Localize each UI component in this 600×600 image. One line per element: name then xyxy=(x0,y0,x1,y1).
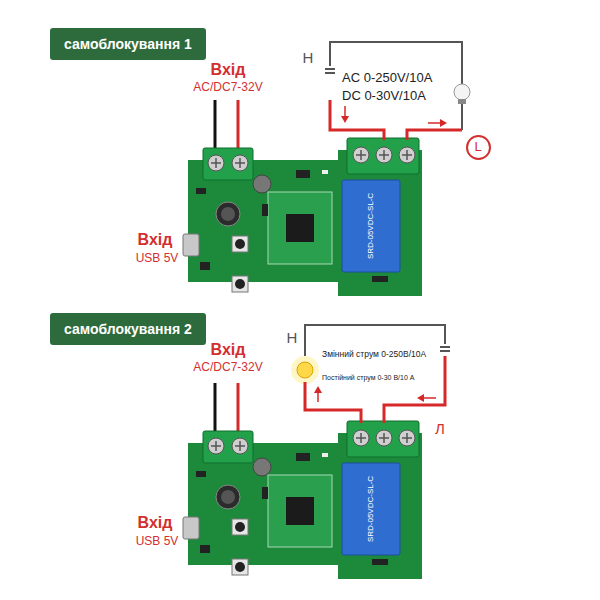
arrow-head xyxy=(314,386,322,393)
load-rating: Постійний струм 0-30 В/10 А xyxy=(322,374,414,382)
node-text: самоблокування 1 xyxy=(64,36,192,52)
input-label: Вхід xyxy=(138,231,173,249)
lamp xyxy=(297,362,313,378)
arrow-head xyxy=(341,116,349,123)
section-band: самоблокування 2 xyxy=(50,313,206,345)
relay-marking: SRD-05VDC-SL-C xyxy=(366,476,375,542)
node-text: L xyxy=(474,140,481,155)
voltage-rating: AC/DC7-32V xyxy=(193,81,262,95)
red-wire xyxy=(407,130,462,140)
section-band: самоблокування 1 xyxy=(50,28,206,60)
voltage-rating: AC/DC7-32V xyxy=(193,361,262,375)
input-label: Вхід xyxy=(211,61,246,79)
lamp xyxy=(454,84,470,100)
lamp-base xyxy=(458,99,466,104)
neutral-label: Н xyxy=(287,329,298,346)
lamp-glow xyxy=(291,356,319,384)
current-arrow xyxy=(428,122,442,124)
relay-marking: SRD-05VDC-SL-C xyxy=(366,193,375,259)
arrow-head xyxy=(440,119,447,127)
red-wire xyxy=(330,100,384,140)
load-rating: AC 0-250V/10A xyxy=(342,71,432,86)
line-label: Л xyxy=(435,420,445,437)
terminal-circle: L xyxy=(466,135,491,160)
break-mark xyxy=(440,347,450,351)
node-text: самоблокування 2 xyxy=(64,321,192,337)
current-arrow xyxy=(422,397,436,399)
arrow-head xyxy=(417,394,424,402)
load-rating: DC 0-30V/10A xyxy=(342,89,426,104)
neutral-label: Н xyxy=(303,49,314,66)
load-wire xyxy=(461,104,463,130)
usb-rating: USB 5V xyxy=(136,535,179,549)
relay-board-2 xyxy=(183,383,422,579)
usb-rating: USB 5V xyxy=(136,252,179,266)
load-rating: Змінний струм 0-250В/10А xyxy=(322,350,426,360)
red-wire xyxy=(384,356,445,423)
input-label: Вхід xyxy=(211,341,246,359)
relay-board-1 xyxy=(183,100,422,296)
red-wire xyxy=(305,382,361,423)
break-mark xyxy=(325,69,335,73)
input-label: Вхід xyxy=(138,514,173,532)
